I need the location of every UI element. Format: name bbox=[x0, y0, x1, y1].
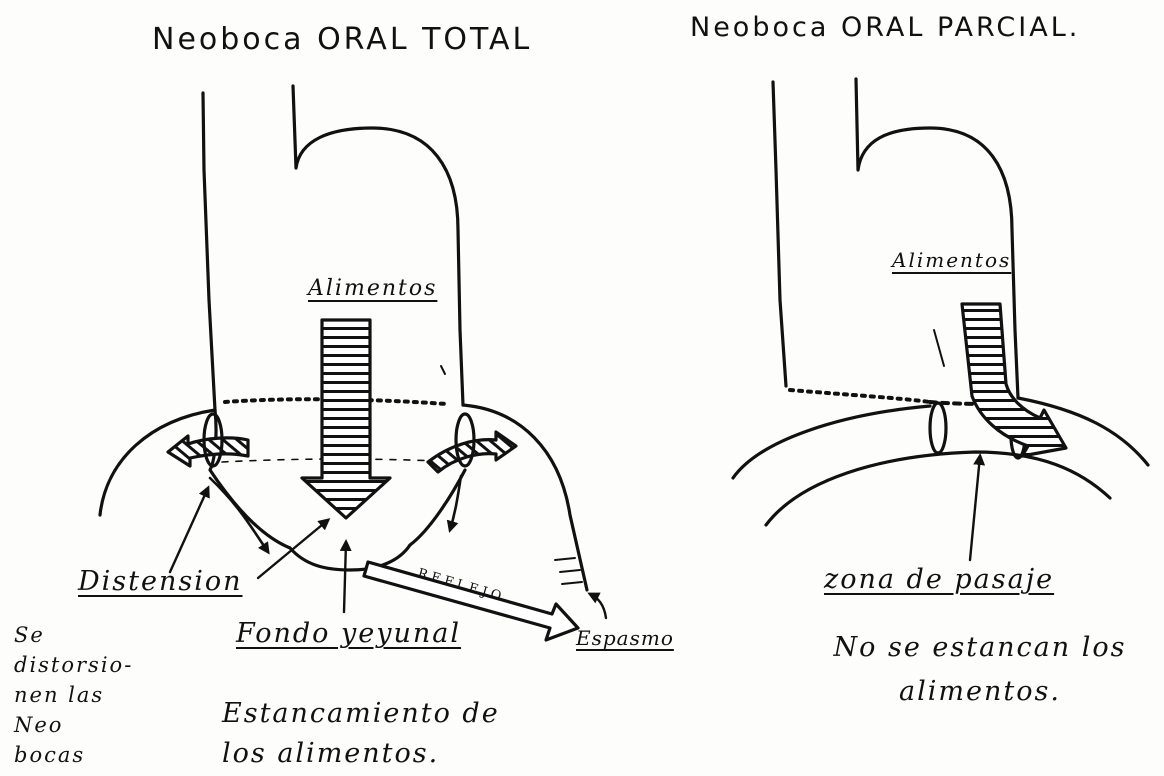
right-food-label: Alimentos bbox=[892, 248, 1011, 272]
left-distortion-note: Se distorsio- nen las Neo bocas bbox=[14, 620, 134, 770]
left-food-arrow bbox=[302, 320, 390, 518]
right-zone-label: zona de pasaje bbox=[824, 564, 1054, 595]
left-title: Neoboca ORAL TOTAL bbox=[152, 22, 532, 57]
left-stagnation-note: Estancamiento de los alimentos. bbox=[222, 694, 542, 774]
right-anastomosis-dotted-line bbox=[790, 390, 998, 404]
right-no-stagnation-note: No se estancan los alimentos. bbox=[810, 626, 1150, 714]
right-marker-line bbox=[934, 330, 944, 366]
right-neoboca-oval bbox=[930, 403, 946, 453]
left-distension-label: Distension bbox=[78, 566, 243, 597]
right-title: Neoboca ORAL PARCIAL. bbox=[690, 12, 1080, 43]
right-pointer-arrow bbox=[970, 456, 980, 560]
left-espasmo-label: Espasmo bbox=[576, 626, 674, 650]
left-fondo-label: Fondo yeyunal bbox=[236, 618, 461, 649]
left-food-label: Alimentos bbox=[308, 276, 437, 301]
left-marker-line bbox=[441, 366, 445, 374]
right-stomach-outline bbox=[733, 398, 1148, 525]
